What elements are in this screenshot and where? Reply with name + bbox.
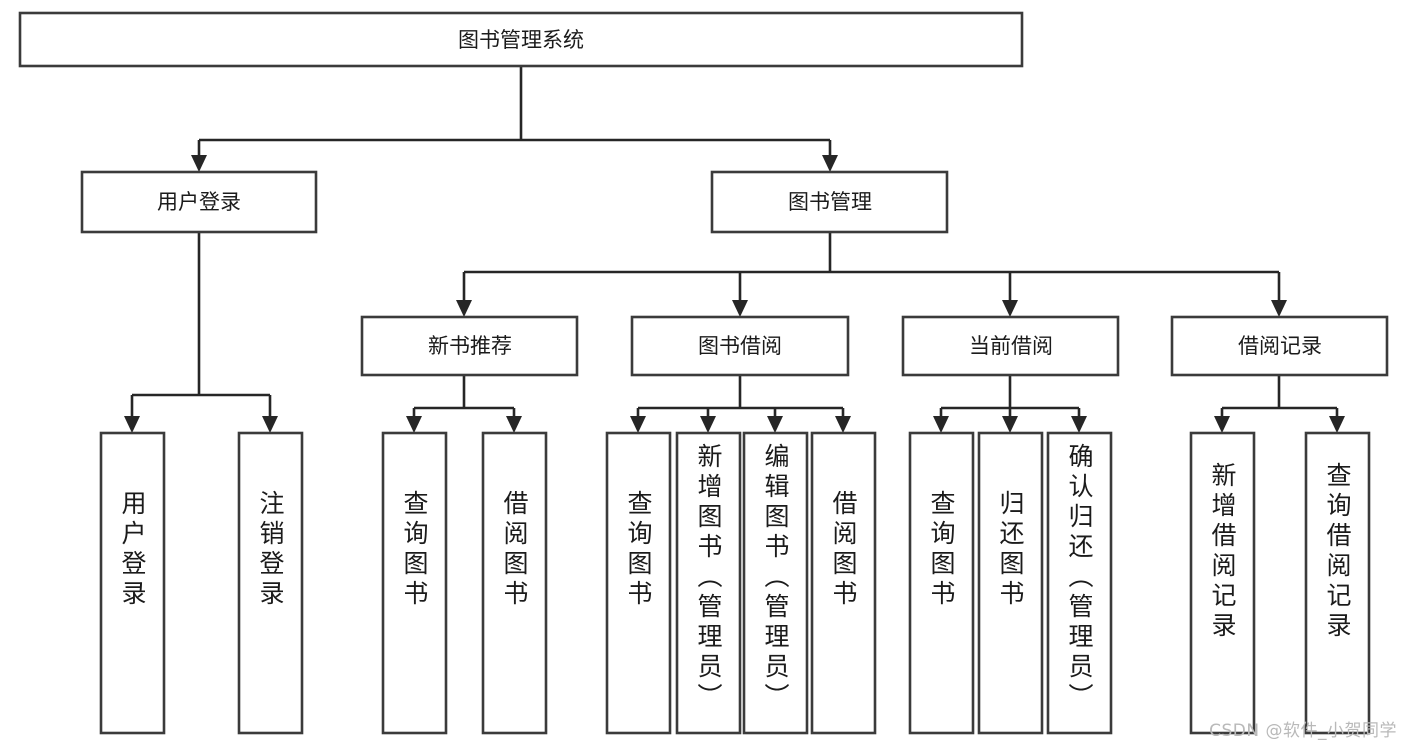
leaf-box-confirm-return[interactable] — [1046, 431, 1113, 735]
borrow-record-label: 借阅记录 — [1238, 334, 1322, 358]
arrow-leaf-borrow-book-1 — [506, 416, 522, 433]
new-book-recommend-label: 新书推荐 — [428, 334, 512, 358]
arrow-to-book-borrow — [732, 300, 748, 317]
arrow-leaf-borrow-book-2 — [835, 416, 851, 433]
arrow-leaf-query-book-2 — [630, 416, 646, 433]
leaf-box-add-record[interactable] — [1189, 431, 1256, 735]
leaf-box-query-book-3[interactable] — [908, 431, 975, 735]
leaf-box-borrow-book-2[interactable] — [810, 431, 877, 735]
node-user-login[interactable]: 用户登录 — [80, 170, 318, 234]
node-current-borrow[interactable]: 当前借阅 — [901, 315, 1120, 377]
leaf-box-query-book-1[interactable] — [381, 431, 448, 735]
arrow-to-current-borrow — [1002, 300, 1018, 317]
arrow-to-book-management — [822, 155, 838, 172]
connectors-book-management-to-level3 — [456, 232, 1287, 317]
node-book-management[interactable]: 图书管理 — [710, 170, 949, 234]
node-new-book-recommend[interactable]: 新书推荐 — [360, 315, 579, 377]
connectors-book-borrow-to-leaves — [630, 375, 851, 433]
book-management-label: 图书管理 — [788, 190, 872, 214]
borrow-record-box[interactable] — [1170, 315, 1389, 377]
node-root[interactable]: 图书管理系统 — [18, 11, 1024, 68]
arrow-to-borrow-record — [1271, 300, 1287, 317]
leaf-boxes — [99, 431, 1371, 735]
book-borrow-label: 图书借阅 — [698, 334, 782, 358]
leaf-box-query-record[interactable] — [1304, 431, 1371, 735]
leaf-box-user-login[interactable] — [99, 431, 166, 735]
connectors-new-book-to-leaves — [406, 375, 522, 433]
leaf-box-edit-book[interactable] — [742, 431, 809, 735]
arrow-to-user-login — [191, 155, 207, 172]
leaf-box-query-book-2[interactable] — [605, 431, 672, 735]
user-login-box[interactable] — [80, 170, 318, 234]
arrow-to-new-book — [456, 300, 472, 317]
arrow-leaf-query-book-1 — [406, 416, 422, 433]
connectors-current-borrow-to-leaves — [933, 375, 1087, 433]
arrow-leaf-add-record — [1214, 416, 1230, 433]
connectors-user-login-to-leaves — [124, 232, 278, 433]
csdn-watermark: CSDN @软件_小贺同学 — [1209, 721, 1397, 741]
arrow-leaf-return-book — [1002, 416, 1018, 433]
book-borrow-box[interactable] — [630, 315, 850, 377]
leaf-box-borrow-book-1[interactable] — [481, 431, 548, 735]
arrow-leaf-logout — [262, 416, 278, 433]
arrow-leaf-confirm-return — [1071, 416, 1087, 433]
node-borrow-record[interactable]: 借阅记录 — [1170, 315, 1389, 377]
leaf-box-logout[interactable] — [237, 431, 304, 735]
arrow-leaf-user-login — [124, 416, 140, 433]
current-borrow-label: 当前借阅 — [969, 334, 1053, 358]
arrow-leaf-add-book — [700, 416, 716, 433]
root-box[interactable] — [18, 11, 1024, 68]
arrow-leaf-query-record — [1329, 416, 1345, 433]
new-book-recommend-box[interactable] — [360, 315, 579, 377]
connectors-borrow-record-to-leaves — [1214, 375, 1345, 433]
current-borrow-box[interactable] — [901, 315, 1120, 377]
leaf-box-add-book[interactable] — [675, 431, 742, 735]
user-login-label: 用户登录 — [157, 190, 241, 214]
leaf-box-return-book[interactable] — [977, 431, 1044, 735]
arrow-leaf-edit-book — [767, 416, 783, 433]
node-book-borrow[interactable]: 图书借阅 — [630, 315, 850, 377]
book-management-box[interactable] — [710, 170, 949, 234]
arrow-leaf-query-book-3 — [933, 416, 949, 433]
root-label: 图书管理系统 — [458, 28, 584, 52]
connectors-root-to-level2 — [191, 66, 838, 172]
